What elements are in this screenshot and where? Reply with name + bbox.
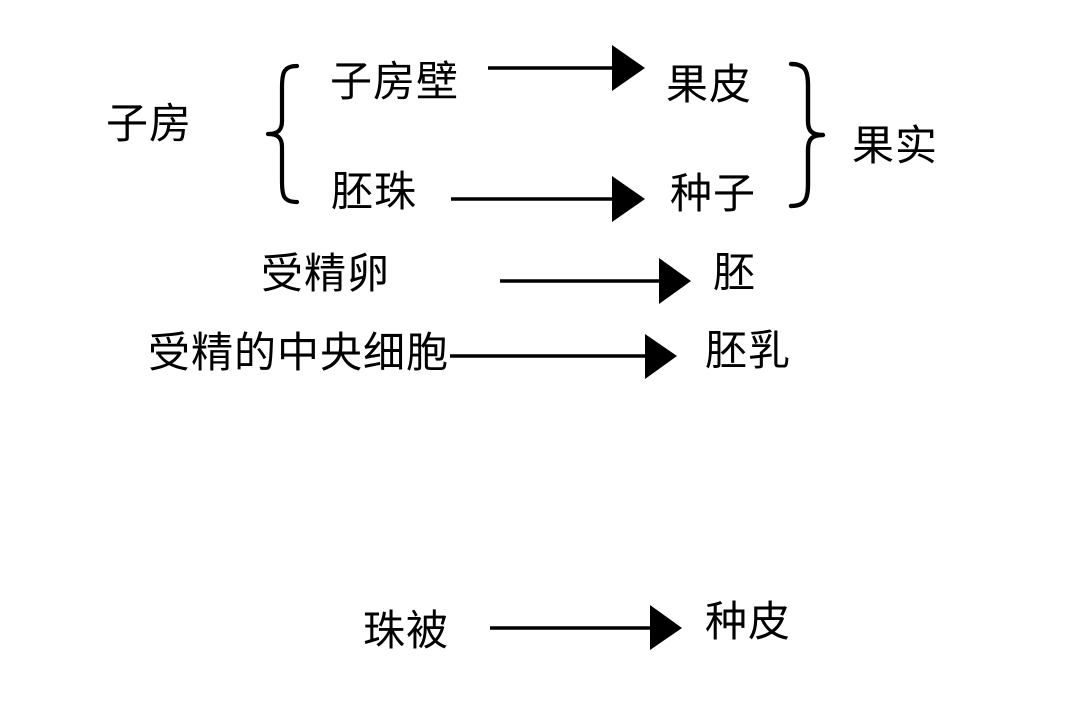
label-fertilized-egg: 受精卵 — [261, 249, 391, 298]
label-ovary-wall: 子房壁 — [330, 57, 460, 106]
arrow-central-cell-to-endosperm — [450, 334, 677, 379]
label-fertilized-central-cell: 受精的中央细胞 — [148, 328, 450, 377]
label-ovary: 子房 — [106, 99, 193, 148]
label-embryo: 胚 — [713, 248, 757, 297]
label-endosperm: 胚乳 — [705, 326, 792, 375]
label-pericarp: 果皮 — [666, 60, 753, 109]
label-seed: 种子 — [670, 169, 757, 218]
arrow-fertilized-egg-to-embryo — [500, 258, 691, 304]
arrow-ovule-to-seed — [451, 176, 645, 222]
label-seed-coat: 种皮 — [705, 597, 792, 646]
label-ovule: 胚珠 — [331, 167, 418, 216]
right-brace — [788, 61, 826, 209]
label-fruit: 果实 — [852, 121, 939, 170]
arrow-ovary-wall-to-pericarp — [488, 45, 645, 91]
arrow-integument-to-seed-coat — [490, 605, 682, 650]
label-integument: 珠被 — [363, 606, 450, 655]
left-brace — [265, 63, 300, 205]
